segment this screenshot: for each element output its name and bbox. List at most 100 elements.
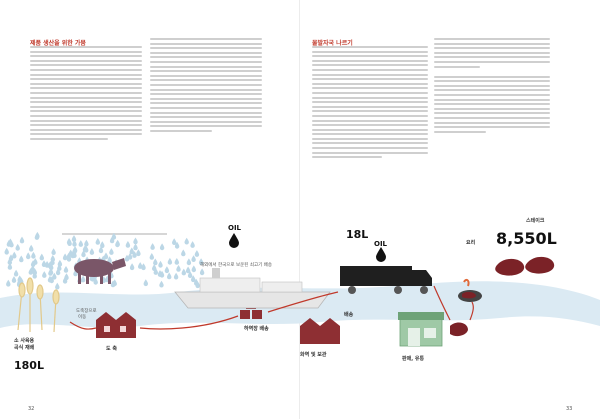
rain-drop [159,243,165,251]
rain-drop [64,273,69,281]
rain-drop [89,248,95,255]
rain-drop [44,261,50,268]
import-label-2: 이동 [78,313,86,320]
rain-drop [184,237,189,245]
warehouse-icon [300,318,340,344]
wheat-icon [17,277,60,333]
rain-drop [199,268,205,276]
rain-drop [125,241,131,248]
rain-drop [174,258,179,265]
rain-drop [186,258,192,266]
rain-drop [167,257,173,265]
rain-drop [143,279,148,287]
rain-drop [173,272,179,280]
rain-drop [33,258,38,265]
rain-drop [84,239,89,247]
rain-drop [55,282,60,290]
rain-drop [115,240,120,248]
rain-drop [35,231,40,239]
rain-drop [39,253,44,261]
rain-drop [19,236,25,244]
slaughter-label: 도 축 [106,345,117,352]
rain-drop [19,255,24,263]
rain-drop [185,266,191,274]
rain-drop [78,240,83,247]
grain-amount: 180L [14,359,44,372]
rain-drop [133,243,138,251]
rain-drop [100,241,105,249]
rain-drop [51,248,56,255]
rain-drop [136,249,141,257]
rain-drop [42,271,47,278]
truck-icon [340,266,432,294]
truck-oil-drop-icon [376,247,386,262]
right-heading: 물발자국 나르기 [312,40,353,47]
warehouse-label: 화역 및 보관 [300,351,327,358]
rain-drop [164,266,170,274]
page-spine [299,0,300,419]
rain-drop [153,258,158,266]
ship-oil-label: OIL [228,224,242,232]
rain-drop [181,249,186,257]
rain-drop [149,253,154,260]
rain-drop [13,269,19,277]
steak-amount: 8,550L [496,229,557,248]
rain-drop [181,268,186,276]
import-label-1: 도축장으로 [76,307,97,314]
rain-drop [63,266,69,273]
rain-drop [190,241,195,248]
rain-drop [176,265,181,272]
grain-label-2: 곡식 재배 [14,344,35,351]
rain-drop [95,238,100,245]
left-column-1 [30,46,142,142]
rain-drop [15,243,20,251]
dock-label: 하역장 배송 [244,325,269,332]
rain-drop [8,238,13,246]
rain-drop [68,249,73,257]
right-column-2 [434,38,550,135]
rain-drop [6,279,11,287]
rain-drop [150,243,155,250]
rain-drop [29,244,34,252]
rain-drop [31,251,36,259]
rain-drop [172,238,177,245]
truck-amount: 18L [346,228,368,241]
shop-icon [398,312,444,347]
right-column-1 [312,46,428,161]
left-heading: 제품 생산을 위한 가뭄 [30,40,86,47]
rain-drop [11,276,17,283]
rain-drop [133,237,138,245]
cow-icon [74,258,126,284]
rain-drop [62,253,68,261]
rain-drop [191,265,196,273]
ship-icon [174,268,331,309]
route-arrows [69,285,474,330]
left-column-2 [150,38,262,134]
steak-icon [495,256,555,276]
rain-drop [4,247,9,255]
rain-drop [191,255,196,262]
rain-drop [129,263,135,271]
rain-drop [112,279,117,287]
rain-drop [159,280,164,288]
grain-label-1: 소 사육용 [14,337,35,344]
rain-drop [157,270,163,277]
rain-drop [158,260,163,268]
slaughterhouse-icon [96,312,136,338]
rain-drop [109,248,114,255]
rain-drop [141,263,146,271]
left-folio: 32 [28,406,35,412]
rain-drop [167,272,172,280]
ship-caption: 해외에서 한국으로 보운된 쇠고기 배송 [200,261,272,268]
shop-label: 판매, 유통 [402,355,424,362]
rain-drop [111,232,117,240]
rain-drop [26,252,31,260]
delivery-label: 배송 [344,311,354,318]
frying-pan-icon [458,278,482,302]
right-folio: 33 [566,406,573,412]
rain-drop [194,250,200,257]
steak-label: 스테이크 [526,217,545,224]
raw-meat-icon [450,322,468,337]
cook-label: 요리 [466,239,476,246]
